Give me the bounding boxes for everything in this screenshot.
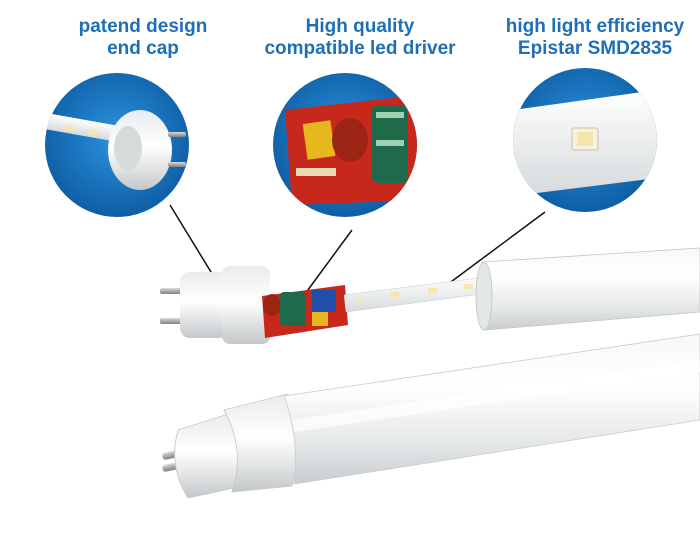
led-pointer (435, 211, 546, 294)
efficiency-caption-line2: Epistar SMD2835 (517, 38, 673, 59)
led-closeup (513, 68, 657, 212)
end-cap-caption: patend design end cap (68, 16, 218, 60)
driver-caption: High quality compatible led driver (260, 16, 460, 60)
exploded-assembly (160, 247, 700, 344)
end-cap-closeup (45, 73, 189, 217)
driver-caption-line1: High quality (305, 16, 415, 37)
efficiency-caption: high light efficiency Epistar SMD2835 (495, 16, 695, 60)
end-cap-caption-line2: end cap (107, 38, 179, 59)
driver-closeup (273, 73, 417, 217)
driver-pointer (301, 229, 353, 299)
end-cap-caption-line1: patend design (78, 16, 208, 37)
efficiency-caption-line1: high light efficiency (505, 16, 685, 37)
driver-caption-line2: compatible led driver (264, 38, 456, 59)
assembled-tube (162, 333, 700, 499)
